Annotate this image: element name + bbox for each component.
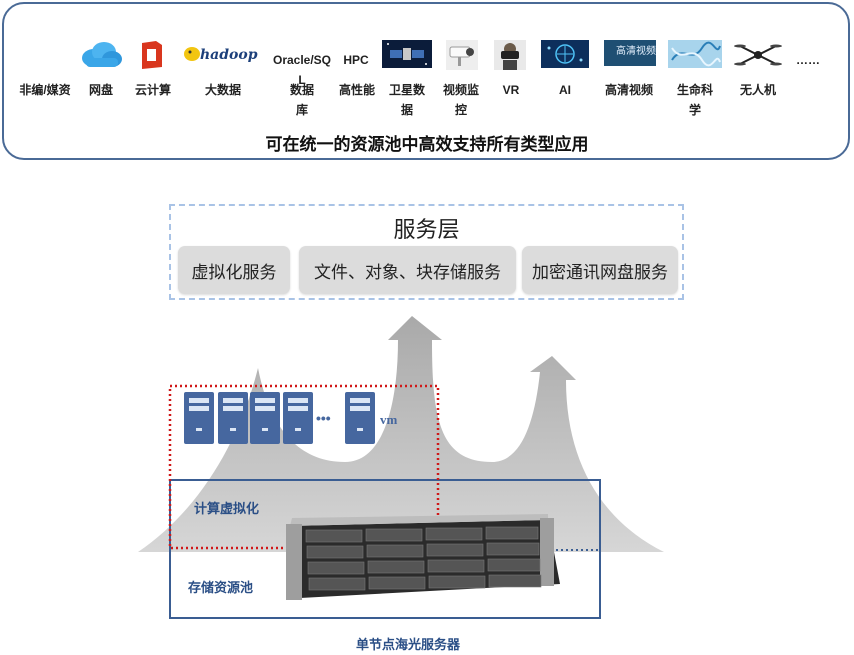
app-label-database: 数据库: [289, 83, 314, 117]
cloud-drive-icon: [78, 40, 124, 70]
rack-server: [286, 514, 560, 600]
app-label-ai: AI: [559, 83, 571, 97]
app-label-surveillance: 视频监控: [442, 83, 479, 117]
service-layer-box: 服务层 虚拟化服务 文件、对象、块存储服务 加密通讯网盘服务: [169, 204, 684, 300]
app-label-bigdata: 大数据: [204, 83, 241, 97]
hd-video-icon: 高清视频: [604, 40, 656, 66]
cctv-camera-icon: [446, 40, 478, 70]
vm-tower-3: [250, 392, 280, 444]
hpc-icon-text: HPC: [343, 53, 369, 67]
ellipsis-text: ……: [796, 53, 820, 67]
application-panel: [2, 2, 850, 160]
vr-headset-icon: [494, 40, 526, 70]
storage-pool-label: 存储资源池: [188, 580, 254, 595]
app-label-satellite: 卫星数据: [388, 83, 425, 117]
growth-arrow-shape: [138, 316, 664, 552]
storage-pool-box: [169, 479, 601, 619]
ai-brain-icon: [541, 40, 589, 68]
app-label-hpc: 高性能: [338, 83, 375, 97]
app-label-media: 非编/媒资: [19, 83, 71, 97]
server-caption: 单节点海光服务器: [356, 637, 461, 652]
vm-ellipsis: •••: [316, 410, 331, 426]
drone-icon: [734, 40, 782, 70]
service-encrypted-netdisk: 加密通讯网盘服务: [522, 246, 678, 294]
compute-virtualization-label: 计算虚拟化: [194, 501, 260, 516]
app-label-life-science: 生命科学: [676, 83, 713, 117]
hadoop-logo: hadoop: [182, 42, 260, 66]
vm-tower-5: [345, 392, 375, 444]
vm-tower-4: [283, 392, 313, 444]
app-label-drone: 无人机: [739, 83, 776, 97]
office-cloud-icon: [138, 41, 164, 69]
dna-icon: [668, 40, 722, 68]
satellite-icon: [382, 40, 432, 68]
oracle-sql-icon-text: Oracle/SQL: [272, 53, 332, 87]
service-virtualization: 虚拟化服务: [178, 246, 290, 294]
app-label-netdisk: 网盘: [88, 83, 113, 97]
service-layer-title: 服务层: [393, 217, 460, 242]
service-file-object-block-storage: 文件、对象、块存储服务: [299, 246, 516, 294]
summary-text: 可在统一的资源池中高效支持所有类型应用: [265, 135, 589, 154]
svg-text:hadoop: hadoop: [200, 47, 258, 63]
vm-tower-2: [218, 392, 248, 444]
vm-label: vm: [380, 412, 398, 427]
app-label-hd-video: 高清视频: [604, 83, 653, 97]
vm-tower-1: [184, 392, 214, 444]
app-label-vr: VR: [502, 83, 520, 97]
app-label-cloud: 云计算: [134, 83, 171, 97]
